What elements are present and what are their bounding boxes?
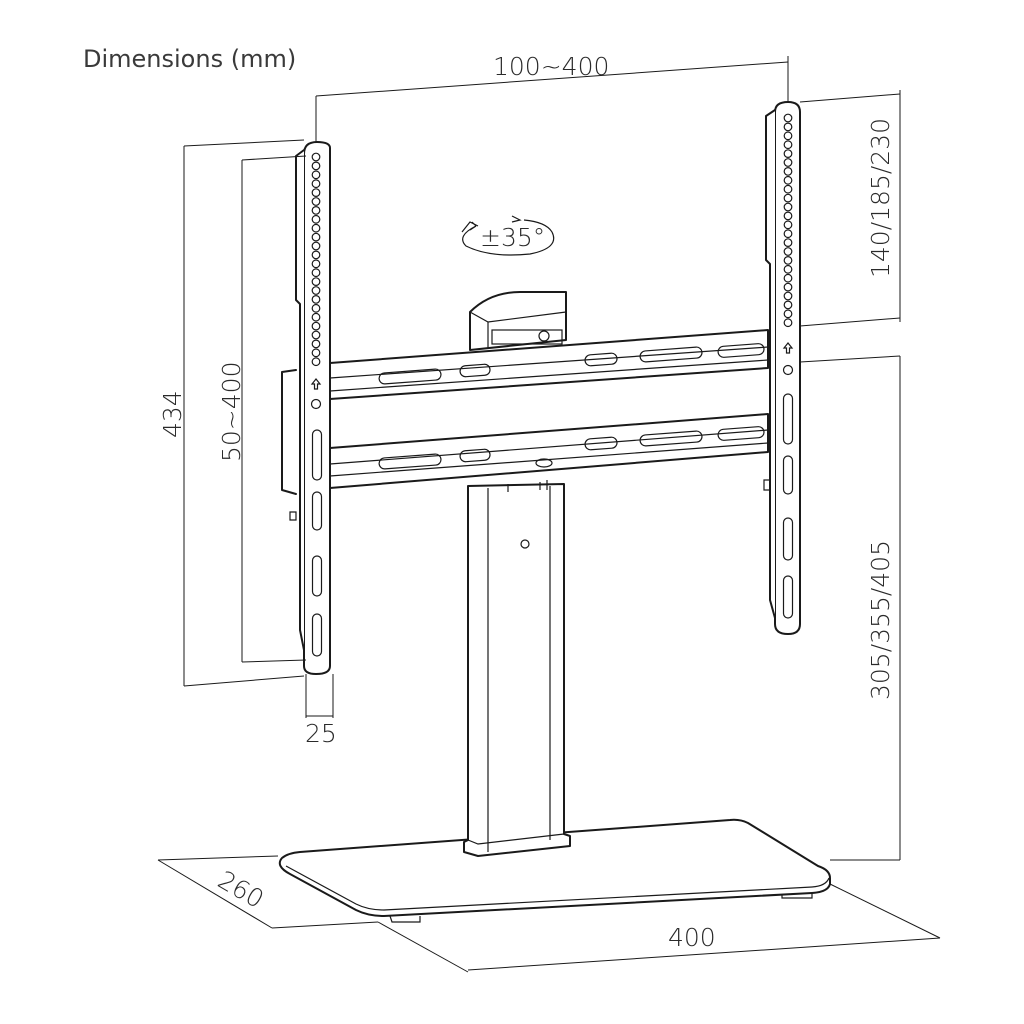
left-vertical-bracket xyxy=(281,141,331,675)
base-plate xyxy=(278,818,831,923)
mounting-hole xyxy=(311,188,321,198)
mounting-hole xyxy=(311,303,321,313)
mounting-slot xyxy=(782,393,794,445)
mounting-hole xyxy=(783,175,793,185)
mounting-hole xyxy=(311,170,321,180)
mounting-hole xyxy=(783,300,793,310)
mounting-hole xyxy=(783,291,793,301)
mounting-hole xyxy=(311,295,321,304)
mounting-hole xyxy=(783,264,793,274)
mounting-hole xyxy=(783,122,793,132)
stand-column xyxy=(463,483,571,857)
label-total-height: 434 xyxy=(158,390,187,438)
horizontal-rail-lower xyxy=(329,413,769,492)
mounting-hole xyxy=(782,364,794,376)
mounting-hole xyxy=(783,184,793,194)
mounting-hole xyxy=(783,229,793,239)
mounting-hole xyxy=(311,179,321,189)
mounting-hole xyxy=(311,241,321,251)
mounting-slot xyxy=(782,517,794,561)
mounting-slot xyxy=(782,575,794,619)
right-vertical-bracket xyxy=(763,101,801,635)
mounting-hole xyxy=(311,357,321,367)
mounting-hole xyxy=(783,202,793,212)
swivel-rotation-indicator: ±35° xyxy=(461,215,555,256)
label-bracket-depth: 25 xyxy=(305,719,337,748)
mounting-hole xyxy=(311,232,321,242)
mounting-hole xyxy=(311,330,321,340)
column-top-cap xyxy=(469,291,567,351)
mounting-hole xyxy=(311,277,321,287)
mounting-hole xyxy=(311,286,321,295)
mounting-hole xyxy=(311,161,321,171)
mounting-hole xyxy=(783,158,793,167)
mounting-hole xyxy=(783,211,793,221)
mounting-slot xyxy=(311,491,323,531)
mounting-hole xyxy=(783,113,793,123)
mounting-hole xyxy=(311,312,321,322)
dimension-lines xyxy=(157,56,941,973)
label-top-offset: 140/185/230 xyxy=(866,118,895,278)
mounting-hole xyxy=(311,205,321,215)
mounting-hole xyxy=(783,140,793,150)
mounting-hole xyxy=(311,250,321,260)
mounting-hole xyxy=(783,318,793,328)
mounting-hole xyxy=(311,339,321,349)
up-arrow-icon xyxy=(310,378,322,390)
mounting-hole xyxy=(311,223,321,233)
mounting-hole xyxy=(311,268,321,278)
label-mount-height: 305/355/405 xyxy=(866,540,895,700)
up-arrow-icon xyxy=(782,342,794,354)
mounting-hole xyxy=(783,166,793,176)
mounting-slot xyxy=(311,429,323,481)
mounting-slot xyxy=(311,555,323,597)
mounting-hole xyxy=(783,309,793,319)
label-base-depth: 260 xyxy=(213,865,269,914)
diagram-title: Dimensions (mm) xyxy=(83,45,296,73)
mounting-hole xyxy=(783,273,793,283)
mounting-hole xyxy=(311,152,321,162)
mounting-slot xyxy=(782,455,794,495)
mounting-hole xyxy=(783,282,793,292)
mounting-hole xyxy=(311,197,321,206)
mounting-hole xyxy=(311,259,321,269)
label-vesa-width: 100~400 xyxy=(493,52,609,81)
dimension-labels: 100~400 140/185/230 305/355/405 434 50~4… xyxy=(158,52,895,952)
mounting-hole xyxy=(783,149,793,159)
rotation-label: ±35° xyxy=(480,223,545,252)
mounting-hole xyxy=(783,238,793,248)
mounting-hole xyxy=(783,247,793,256)
mounting-hole xyxy=(311,348,321,358)
mounting-hole xyxy=(783,193,793,203)
mounting-hole xyxy=(310,398,322,410)
mounting-hole xyxy=(783,256,793,265)
label-vesa-height: 50~400 xyxy=(217,362,246,462)
mounting-hole xyxy=(311,214,321,224)
mounting-hole xyxy=(783,220,793,230)
mounting-slot xyxy=(311,613,323,657)
label-base-width: 400 xyxy=(668,923,716,952)
mounting-hole xyxy=(311,321,321,331)
horizontal-rail-upper xyxy=(329,329,769,400)
mounting-hole xyxy=(783,131,793,141)
